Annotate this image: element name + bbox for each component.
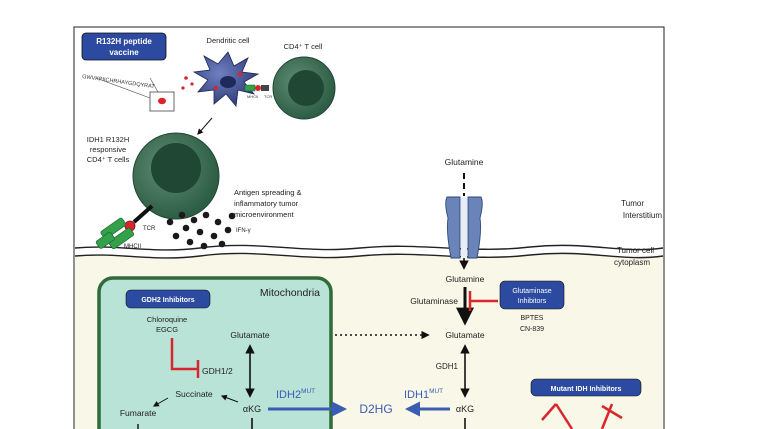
- glutaminase-label: Glutaminase: [410, 296, 458, 306]
- peptide-line-b: [149, 77, 159, 93]
- antigen-spreading-line1: Antigen spreading &: [234, 188, 302, 197]
- cytoplasm-glutamate-label: Glutamate: [445, 330, 484, 340]
- responsive-cells-line2: responsive: [90, 145, 126, 154]
- glutaminase-drug-1: BPTES: [521, 315, 544, 322]
- mutant-idh-inhibitors-label: Mutant IDH Inhibitors: [551, 386, 622, 393]
- succinate-label: Succinate: [175, 389, 213, 399]
- membrane-outer: [74, 244, 664, 251]
- mitochondria-title: Mitochondria: [260, 287, 320, 299]
- gdh2-inhibition-line: [170, 338, 197, 371]
- responsive-cells-line1: IDH1 R132H: [87, 135, 130, 144]
- idh2-mut-label: IDH2MUT: [276, 388, 315, 401]
- tumor-interstitium-line2: Interstitium: [623, 211, 662, 220]
- akg-to-succinate-arrow: [220, 394, 239, 403]
- antigen-spreading-line3: microenvironment: [234, 210, 295, 219]
- glutamine-transporter: [445, 196, 483, 259]
- glutaminase-inhibitors-line1: Glutaminase: [512, 288, 551, 295]
- gdh12-label: GDH1/2: [202, 366, 233, 376]
- mutant-idh-inhibitors-box: [530, 378, 642, 397]
- antigen-small: [255, 85, 261, 91]
- idh1-mut-label: IDH1MUT: [404, 388, 443, 401]
- antigen-dot: [184, 76, 188, 80]
- vaccine-label-box: [81, 32, 167, 61]
- tumor-interstitium-line1: Tumor: [621, 199, 644, 208]
- antigen-dot: [190, 82, 194, 86]
- vaccine-label-line1: R132H peptide: [96, 37, 152, 46]
- cd4-t-cell-label: CD4⁺ T cell: [284, 42, 323, 51]
- ifn-label: IFN-γ: [236, 228, 251, 234]
- mito-akg-label: αKG: [243, 404, 261, 414]
- gdh2-inhibitors-label: GDH2 Inhibitors: [141, 297, 194, 304]
- mhcii-small: [244, 84, 256, 92]
- mito-glutamate-label: Glutamate: [230, 330, 269, 340]
- gdh2-drug-1: Chloroquine: [147, 315, 187, 324]
- mutant-idh-inhibition-bars: [541, 403, 623, 429]
- cytoplasm-akg-label: αKG: [456, 404, 474, 414]
- mhcii-complex: [95, 217, 135, 250]
- mhcii-small-label: MHCII: [247, 94, 258, 99]
- glutamine-out-label: Glutamine: [445, 157, 484, 167]
- responsive-cells-line3: CD4⁺ T cells: [87, 155, 130, 164]
- antigen-dot: [181, 86, 185, 90]
- antigen-spreading-line2: inflammatory tumor: [234, 199, 299, 208]
- activation-arrow: [197, 117, 213, 135]
- responsive-t-cell-nucleus: [151, 143, 201, 193]
- fumarate-label: Fumarate: [120, 408, 157, 418]
- mitochondria: [97, 276, 333, 429]
- glutaminase-drug-2: CN-839: [520, 326, 544, 333]
- gdh2-inhibitors-box: [125, 289, 211, 309]
- succinate-to-fumarate-arrow: [152, 397, 169, 407]
- tumor-cytoplasm-line1: Tumor cell: [617, 246, 654, 255]
- dendritic-cell: [192, 51, 260, 107]
- membrane-inner: [74, 252, 664, 259]
- peptide-line-a: [95, 77, 151, 99]
- dendritic-cell-label: Dendritic cell: [207, 36, 250, 45]
- vaccine-drop: [158, 97, 166, 105]
- gdh2-drug-2: EGCG: [156, 325, 178, 334]
- cd4-t-cell-nucleus: [288, 70, 324, 106]
- mhcii-label: MHCII: [124, 244, 141, 250]
- d2hg-label: D2HG: [359, 402, 392, 416]
- tcr-label: TCR: [143, 226, 156, 232]
- glutaminase-inhibitors-line2: Inhibitors: [518, 298, 547, 305]
- tcr-stalk: [132, 204, 154, 224]
- glutaminase-inhibitors-box: [499, 280, 565, 310]
- ifn-cytokines: [166, 211, 236, 250]
- gdh1-label: GDH1: [436, 362, 459, 371]
- tcr-small-label: TCR: [264, 94, 272, 99]
- tumor-cytoplasm-line2: cytoplasm: [614, 258, 650, 267]
- vaccine-label-line2: vaccine: [109, 48, 139, 57]
- glutamine-in-label: Glutamine: [446, 274, 485, 284]
- tcr-small: [261, 85, 269, 91]
